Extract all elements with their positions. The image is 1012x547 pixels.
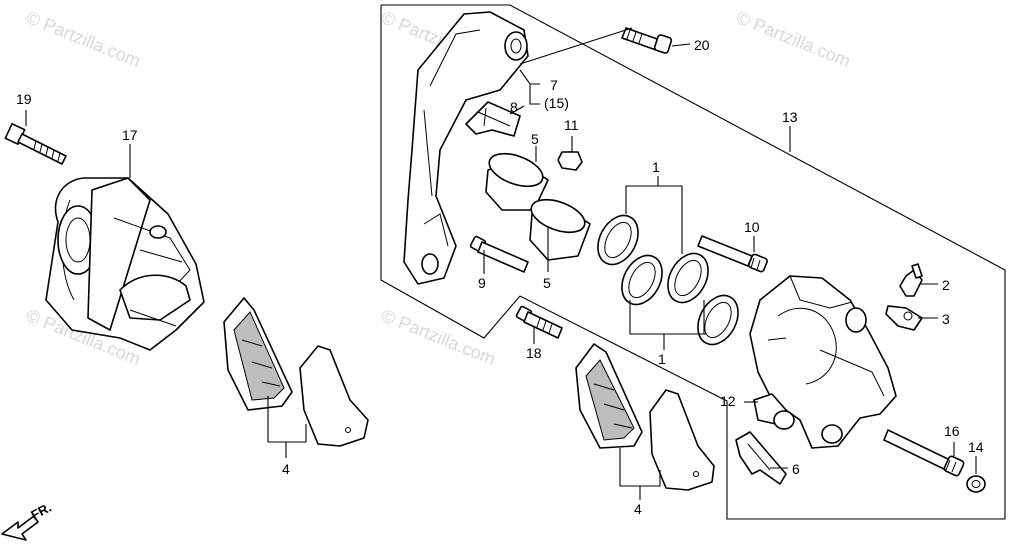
- pin-16: [883, 429, 965, 477]
- callout-5-upper: 5: [531, 131, 539, 147]
- callout-17: 17: [122, 127, 138, 143]
- callout-labels: 19 17 4 20 7 (15) 8 11 5 13 1 10 9 5 2 3…: [16, 37, 984, 517]
- cap-3: [885, 305, 923, 331]
- callout-8: 8: [510, 99, 518, 115]
- callout-3: 3: [942, 311, 950, 327]
- clip-6: [735, 431, 787, 485]
- callout-5-lower: 5: [543, 275, 551, 291]
- brake-pad-left-front: [223, 297, 293, 411]
- caliper-assembly-left: [45, 177, 205, 351]
- callout-20: 20: [694, 37, 710, 53]
- callout-1-upper: 1: [652, 159, 660, 175]
- caliper-body-right: [749, 275, 897, 449]
- bleeder-valve-2: [899, 263, 923, 297]
- callout-4-right: 4: [634, 501, 642, 517]
- callout-12: 12: [720, 393, 736, 409]
- bolt-18: [515, 305, 563, 339]
- watermark-5: © Partzilla.com: [379, 305, 499, 369]
- nut-14: [966, 475, 986, 493]
- bolt-19: [4, 122, 67, 165]
- caliper-bracket: [403, 11, 529, 285]
- watermark-3: © Partzilla.com: [734, 7, 854, 71]
- brake-pad-left-rear: [299, 345, 369, 447]
- callout-14: 14: [968, 439, 984, 455]
- brake-pad-right-front: [575, 343, 643, 449]
- callout-18: 18: [526, 345, 542, 361]
- callout-4-left: 4: [282, 461, 290, 477]
- pin-20: [621, 27, 673, 54]
- callout-2: 2: [942, 277, 950, 293]
- callout-13: 13: [782, 109, 798, 125]
- callout-16: 16: [944, 423, 960, 439]
- callout-10: 10: [744, 219, 760, 235]
- assembly-frame: [380, 4, 1006, 520]
- callout-6: 6: [792, 461, 800, 477]
- front-arrow-icon: [1, 515, 39, 541]
- callout-7-sub: (15): [544, 95, 569, 111]
- pin-9: [469, 235, 529, 273]
- callout-1-lower: 1: [658, 351, 666, 367]
- seals-1: [597, 214, 739, 346]
- clip-8: [465, 101, 521, 137]
- leader-lines: [25, 27, 977, 500]
- callout-9: 9: [478, 275, 486, 291]
- piston-5-upper: [485, 152, 549, 211]
- bleeder-valve-12: [753, 393, 795, 430]
- callout-7: 7: [550, 77, 558, 93]
- front-direction-indicator: FR.: [1, 500, 54, 541]
- callout-19: 19: [16, 91, 32, 107]
- bleed-cap-11: [557, 151, 583, 171]
- pin-10: [697, 235, 768, 273]
- callout-11: 11: [564, 117, 579, 133]
- piston-5-lower: [529, 198, 591, 261]
- brake-pad-right-rear: [649, 389, 715, 491]
- watermark-1: © Partzilla.com: [24, 7, 144, 71]
